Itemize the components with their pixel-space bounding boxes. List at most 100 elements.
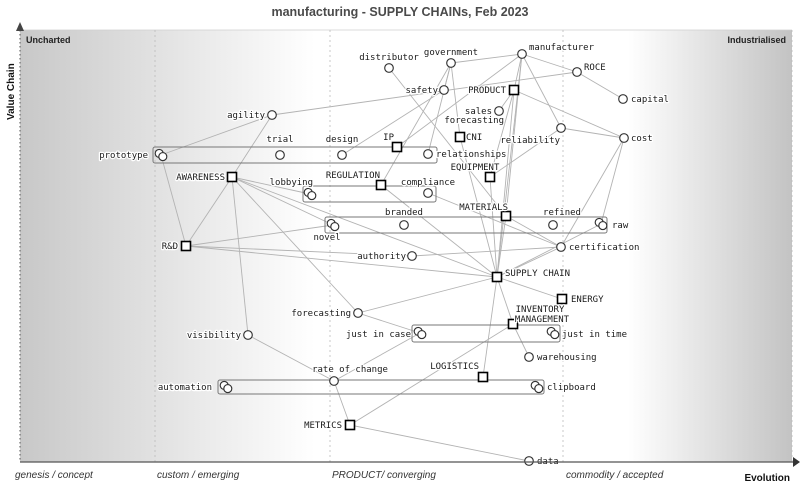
node-label-PRODUCT: PRODUCT [468,86,507,96]
edge-RnD-novel [185,224,334,247]
edge-IP-manufacturer [396,53,523,148]
node-label-reliability: reliability [500,136,560,146]
edge-relationships-government [427,62,452,155]
industrialised-label: Industrialised [727,35,786,45]
edge-rate_of_change-METRICS [333,380,351,426]
node-label-trial: trial [266,135,293,145]
uncharted-region [20,30,315,462]
node-raw-b[interactable] [598,221,608,231]
node-label-clipboard: clipboard [547,383,596,393]
edge-METRICS-data [349,424,530,462]
node-trial[interactable] [275,150,285,160]
edge-cost-reliability [560,127,625,139]
node-LOGISTICS[interactable] [477,371,489,383]
node-manufacturer[interactable] [517,49,527,59]
node-label-automation_in: automation [158,383,212,393]
node-rate_of_change[interactable] [329,376,339,386]
pipeline-just_in_case [411,324,561,343]
node-distributor[interactable] [384,63,394,73]
edge-forecasting-just_in_case [357,312,421,334]
node-AWARENESS[interactable] [226,171,238,183]
edge-visibility-rate_of_change [247,334,335,382]
node-label-authority: authority [357,252,406,262]
node-novel-b[interactable] [330,222,340,232]
node-just_in_case-b[interactable] [417,330,427,340]
node-PRODUCT[interactable] [508,84,520,96]
node-label-manufacturer: manufacturer [529,43,595,53]
node-visibility[interactable] [243,330,253,340]
node-label-government: government [424,48,478,58]
node-INVENTORY_MGMT[interactable] [507,318,519,330]
node-branded[interactable] [399,220,409,230]
node-authority[interactable] [407,251,417,261]
node-label-design: design [326,135,359,145]
page-title: manufacturing - SUPPLY CHAINs, Feb 2023 [271,5,529,19]
node-sales_forecasting[interactable] [494,106,504,116]
edge-cost-PRODUCT [513,89,625,139]
node-label2-INVENTORY_MGMT: MANAGEMENT [515,315,570,325]
node-label-capital: capital [631,95,669,105]
pipeline-prototype [152,146,438,164]
edge-government-CNI [450,62,461,138]
node-label-warehousing: warehousing [537,353,597,363]
node-capital[interactable] [618,94,628,104]
node-data[interactable] [524,456,534,466]
value-chain-axis-label: Value Chain [6,63,17,120]
node-ENERGY[interactable] [556,293,568,305]
node-forecasting[interactable] [353,308,363,318]
node-label-prototype_in: prototype [99,151,148,161]
edge-MATERIALS-SUPPLY_CHAIN [496,215,507,278]
node-RnD[interactable] [180,240,192,252]
edge-cost-raw [600,137,625,225]
stage-label-1: custom / emerging [157,470,240,481]
node-prototype_in-b[interactable] [158,152,168,162]
node-IP[interactable] [391,141,403,153]
node-ROCE[interactable] [572,67,582,77]
edge-SUPPLY_CHAIN-forecasting [357,276,498,314]
node-label-IP: IP [383,133,394,143]
node-label-safety: safety [405,86,438,96]
node-clipboard-b[interactable] [534,384,544,394]
node-warehousing[interactable] [524,352,534,362]
edge-manufacturer-reliability [521,53,562,129]
node-compliance[interactable] [423,188,433,198]
node-agility[interactable] [267,110,277,120]
node-label-forecasting: forecasting [291,309,351,319]
edge-just_in_case-rate_of_change [333,332,421,382]
edge-RnD-SUPPLY_CHAIN [185,245,498,278]
edge-AWARENESS-lobbying [231,176,311,195]
node-label-visibility: visibility [187,331,242,341]
node-EQUIPMENT[interactable] [484,171,496,183]
node-SUPPLY_CHAIN[interactable] [491,271,503,283]
pipeline-regulation [302,185,437,203]
node-label-ROCE: ROCE [584,63,606,73]
node-label-METRICS: METRICS [304,421,342,431]
node-relationships[interactable] [423,149,433,159]
edge-safety-design [341,89,445,156]
node-government[interactable] [446,58,456,68]
node-lobbying-b[interactable] [307,191,317,201]
node-refined[interactable] [548,220,558,230]
node-METRICS[interactable] [344,419,356,431]
node-cost[interactable] [619,133,629,143]
node-safety[interactable] [439,85,449,95]
edge-AWARENESS-SUPPLY_CHAIN [231,176,498,278]
node-design[interactable] [337,150,347,160]
evolution-axis-label: Evolution [744,473,790,484]
node-MATERIALS[interactable] [500,210,512,222]
edge-agility-ROCE [271,71,578,116]
node-label-cost: cost [631,134,653,144]
node-REGULATION[interactable] [375,179,387,191]
node-label-distributor: distributor [359,53,419,63]
node-reliability[interactable] [556,123,566,133]
evolution-arrow-icon [793,457,800,467]
node-label-REGULATION: REGULATION [326,171,380,181]
node-CNI[interactable] [454,131,466,143]
node-certification[interactable] [556,242,566,252]
node-label-raw: raw [612,221,629,231]
node-just_in_time-b[interactable] [550,330,560,340]
edge-RnD-authority [185,245,413,257]
node-label-SUPPLY_CHAIN: SUPPLY CHAIN [505,269,570,279]
node-automation_in-b[interactable] [223,384,233,394]
node-label-just_in_time: just in time [562,330,627,340]
